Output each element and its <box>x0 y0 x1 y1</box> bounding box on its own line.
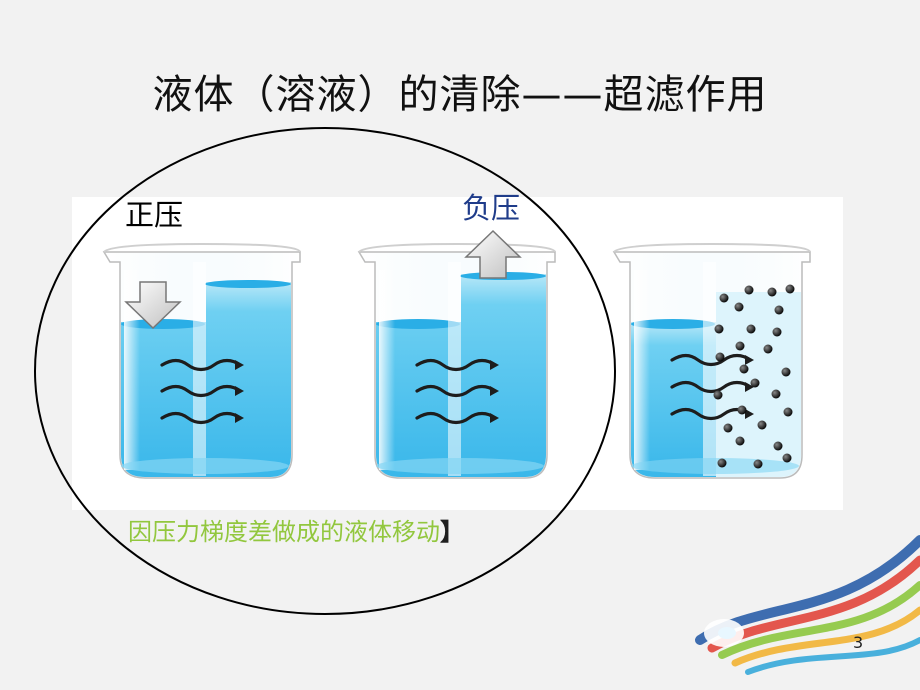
up-arrow-icon <box>464 229 522 279</box>
slide-title: 液体（溶液）的清除——超滤作用 <box>152 72 768 118</box>
negative-pressure-beaker <box>357 229 556 479</box>
ribbon-decoration <box>695 535 920 675</box>
positive-pressure-beaker <box>102 242 301 479</box>
caption-bracket: 】 <box>440 518 464 546</box>
page-number: 3 <box>853 633 864 652</box>
caption-text: 因压力梯度差做成的液体移动 <box>128 518 440 546</box>
grouping-circle <box>34 127 616 615</box>
down-arrow-icon <box>124 281 182 330</box>
negative-pressure-label: 负压 <box>462 191 521 225</box>
convection-beaker <box>612 242 811 479</box>
caption: 因压力梯度差做成的液体移动】 <box>128 512 464 547</box>
solute-particles <box>713 284 795 469</box>
positive-pressure-label: 正压 <box>125 198 184 232</box>
